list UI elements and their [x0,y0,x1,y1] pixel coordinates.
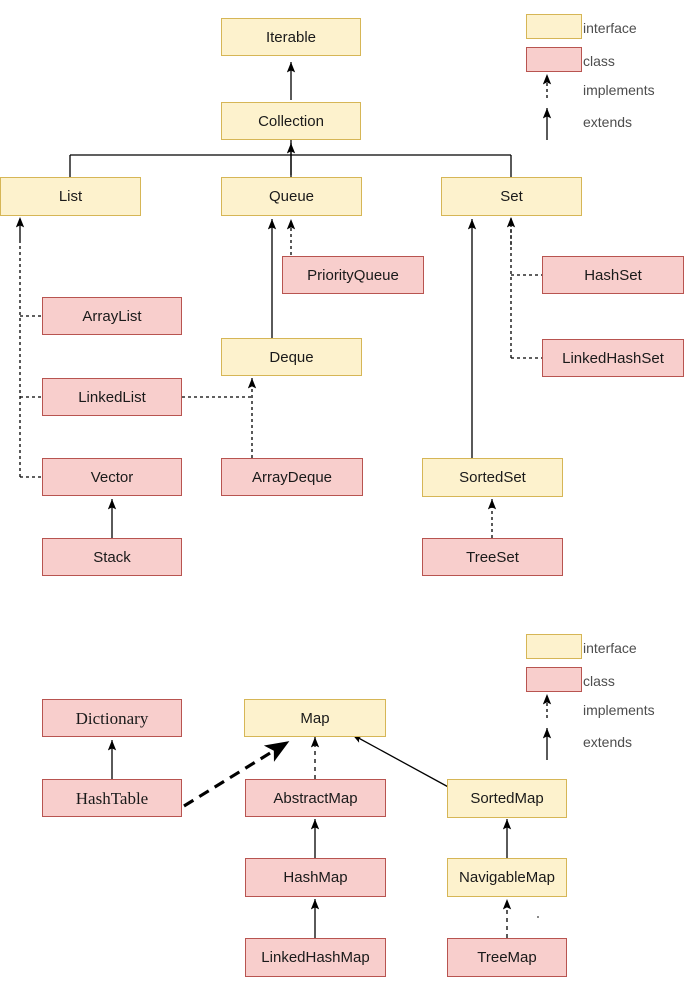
node-hashmap[interactable]: HashMap [245,858,386,897]
node-label: SortedSet [459,469,526,486]
legend-arrows-top [542,74,552,140]
node-label: LinkedHashMap [261,949,370,966]
node-sortedset[interactable]: SortedSet [422,458,563,497]
node-label: HashTable [75,788,149,808]
node-label: ArrayDeque [251,468,333,486]
legend-bottom: interface class implements extends [0,620,684,760]
legend-extends-label: extends [583,114,633,130]
node-label: NavigableMap [459,869,555,886]
node-sortedmap[interactable]: SortedMap [447,779,567,818]
legend-class-swatch [526,667,582,692]
node-set[interactable]: Set [441,177,582,216]
node-linkedlist[interactable]: LinkedList [42,378,182,416]
node-linkedhashset[interactable]: LinkedHashSet [542,339,684,377]
node-hashtable[interactable]: HashTable [42,779,182,817]
legend-interface-label: interface [583,640,637,656]
node-label: Iterable [265,28,317,46]
node-label: HashSet [584,266,642,284]
node-label: ArrayList [82,307,142,325]
legend-class-label: class [583,53,615,69]
node-priorityqueue[interactable]: PriorityQueue [282,256,424,294]
node-arraydeque[interactable]: ArrayDeque [221,458,363,496]
node-label: LinkedHashSet [562,349,664,367]
node-label: Collection [258,112,324,130]
node-label: SortedMap [470,790,544,807]
node-linkedhashmap[interactable]: LinkedHashMap [245,938,386,977]
node-vector[interactable]: Vector [42,458,182,496]
node-iterable[interactable]: Iterable [221,18,361,56]
node-label: LinkedList [78,388,146,406]
legend-implements-label: implements [583,82,655,98]
legend-class-swatch [526,47,582,72]
node-label: Vector [90,468,134,486]
node-label: TreeMap [477,949,537,966]
node-list[interactable]: List [0,177,141,216]
node-label: Set [500,188,523,205]
node-label: List [58,188,83,205]
node-label: Queue [268,188,315,205]
node-label: HashMap [283,869,348,886]
legend-class-label: class [583,673,615,689]
legend-interface-swatch [526,14,582,39]
legend-arrows-bottom [542,694,552,760]
node-label: Dictionary [75,708,149,728]
legend-interface-label: interface [583,20,637,36]
node-collection[interactable]: Collection [221,102,361,140]
node-map[interactable]: Map [244,699,386,737]
node-treeset[interactable]: TreeSet [422,538,563,576]
node-dictionary[interactable]: Dictionary [42,699,182,737]
legend-top: interface class implements extends [0,0,684,140]
node-label: TreeSet [466,548,519,566]
node-abstractmap[interactable]: AbstractMap [245,779,386,817]
node-label: AbstractMap [273,789,358,807]
node-navigablemap[interactable]: NavigableMap [447,858,567,897]
node-arraylist[interactable]: ArrayList [42,297,182,335]
node-stack[interactable]: Stack [42,538,182,576]
legend-implements-label: implements [583,702,655,718]
legend-extends-label: extends [583,734,633,750]
node-label: Stack [93,548,131,566]
node-deque[interactable]: Deque [221,338,362,376]
node-queue[interactable]: Queue [221,177,362,216]
node-label: Map [300,709,330,727]
node-label: PriorityQueue [307,266,399,284]
node-treemap[interactable]: TreeMap [447,938,567,977]
node-hashset[interactable]: HashSet [542,256,684,294]
node-label: Deque [269,348,314,366]
legend-interface-swatch [526,634,582,659]
